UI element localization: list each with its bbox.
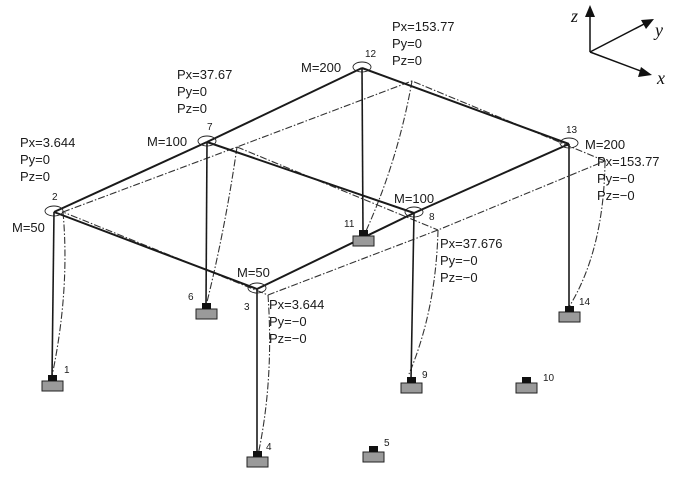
support-node-11	[352, 230, 375, 247]
load-px-node-3: Px=3.644	[269, 297, 324, 312]
beam-8-3	[256, 212, 415, 290]
node-label-12: 12	[365, 49, 377, 60]
load-pz-node-2: Pz=0	[20, 169, 50, 184]
node-label-7: 7	[207, 122, 213, 133]
load-block-node-7: Px=37.67 Py=0 Pz=0	[177, 67, 232, 116]
deformed-shape	[51, 80, 607, 456]
load-block-node-13: Px=153.77 Py=−0 Pz=−0	[597, 154, 660, 203]
column-2-1	[51, 211, 55, 379]
load-block-node-12: Px=153.77 Py=0 Pz=0	[392, 19, 455, 68]
load-py-node-7: Py=0	[177, 84, 207, 99]
deformed-column-3-4	[257, 294, 271, 456]
frame-beams	[53, 67, 570, 290]
beam-2-7	[53, 141, 208, 213]
support-node-14	[558, 306, 581, 323]
load-px-node-13: Px=153.77	[597, 154, 660, 169]
mass-label-node-13: M=200	[585, 137, 625, 152]
mass-markers	[44, 61, 579, 294]
load-pz-node-7: Pz=0	[177, 101, 207, 116]
beam-12-13	[361, 67, 570, 145]
supports	[41, 230, 581, 468]
mass-labels: M=50 M=50 M=100 M=100 M=200 M=200	[12, 60, 625, 280]
node-label-8: 8	[429, 212, 435, 223]
mass-label-node-8: M=100	[394, 191, 434, 206]
mass-ring-node-13	[559, 137, 579, 149]
node-label-1: 1	[64, 365, 70, 376]
y-axis-line	[589, 21, 649, 53]
load-pz-node-8: Pz=−0	[440, 270, 478, 285]
deformed-column-8-9	[408, 229, 439, 375]
node-label-5: 5	[384, 438, 390, 449]
mass-label-node-3: M=50	[237, 265, 270, 280]
deformed-beam-7-8	[236, 146, 439, 231]
x-axis-label: x	[656, 68, 665, 88]
column-7-6	[205, 141, 208, 307]
node-label-9: 9	[422, 370, 428, 381]
load-py-node-3: Py=−0	[269, 314, 307, 329]
deformed-outline	[61, 80, 607, 296]
deformed-column-7-6	[205, 146, 238, 307]
load-py-node-13: Py=−0	[597, 171, 635, 186]
beam-7-8	[206, 141, 415, 214]
y-axis-label: y	[653, 20, 663, 40]
mass-ring-node-2	[44, 205, 64, 217]
beam-3-2	[53, 211, 258, 290]
node-label-3: 3	[244, 302, 250, 313]
x-axis-line	[589, 51, 647, 74]
mass-ring-node-7	[197, 135, 217, 147]
node-label-14: 14	[579, 297, 591, 308]
coordinate-axes: z y x	[570, 5, 665, 88]
load-pz-node-3: Pz=−0	[269, 331, 307, 346]
load-block-node-3: Px=3.644 Py=−0 Pz=−0	[269, 297, 324, 346]
column-8-9	[410, 212, 415, 381]
beam-13-8	[413, 143, 570, 214]
z-axis-label: z	[570, 6, 578, 26]
load-py-node-8: Py=−0	[440, 253, 478, 268]
support-node-10	[515, 377, 538, 394]
load-px-node-7: Px=37.67	[177, 67, 232, 82]
mass-label-node-12: M=200	[301, 60, 341, 75]
node-label-2: 2	[52, 192, 58, 203]
load-py-node-12: Py=0	[392, 36, 422, 51]
load-px-node-8: Px=37.676	[440, 236, 503, 251]
z-axis-arrow	[585, 5, 595, 17]
y-axis-arrow	[641, 19, 654, 29]
load-pz-node-12: Pz=0	[392, 53, 422, 68]
load-labels: Px=3.644 Py=0 Pz=0 Px=37.67 Py=0 Pz=0 Px…	[20, 19, 660, 346]
x-axis-arrow	[638, 67, 652, 77]
node-label-13: 13	[566, 125, 578, 136]
support-node-9	[400, 377, 423, 394]
node-labels: 1 2 3 4 5 6 7 8 9 10 11 12 13 14	[52, 49, 591, 453]
mass-ring-node-8	[404, 206, 424, 218]
load-px-node-12: Px=153.77	[392, 19, 455, 34]
mass-label-node-2: M=50	[12, 220, 45, 235]
load-block-node-2: Px=3.644 Py=0 Pz=0	[20, 135, 75, 184]
node-label-10: 10	[543, 373, 555, 384]
frame-columns	[51, 67, 570, 455]
mass-ring-node-12	[352, 61, 372, 73]
support-node-5	[362, 446, 385, 463]
support-node-4	[246, 451, 269, 468]
node-label-11: 11	[344, 219, 355, 230]
column-12-11	[361, 67, 364, 234]
support-node-1	[41, 375, 64, 392]
node-label-4: 4	[266, 442, 272, 453]
node-label-6: 6	[188, 292, 194, 303]
load-pz-node-13: Pz=−0	[597, 188, 635, 203]
load-px-node-2: Px=3.644	[20, 135, 75, 150]
deformed-column-12-11	[365, 80, 413, 232]
deformed-column-13-14	[568, 160, 606, 308]
load-block-node-8: Px=37.676 Py=−0 Pz=−0	[440, 236, 503, 285]
mass-ring-node-3	[247, 282, 267, 294]
beam-7-12	[206, 67, 363, 143]
deformed-column-2-1	[51, 211, 66, 377]
mass-label-node-7: M=100	[147, 134, 187, 149]
load-py-node-2: Py=0	[20, 152, 50, 167]
support-node-6	[195, 303, 218, 320]
